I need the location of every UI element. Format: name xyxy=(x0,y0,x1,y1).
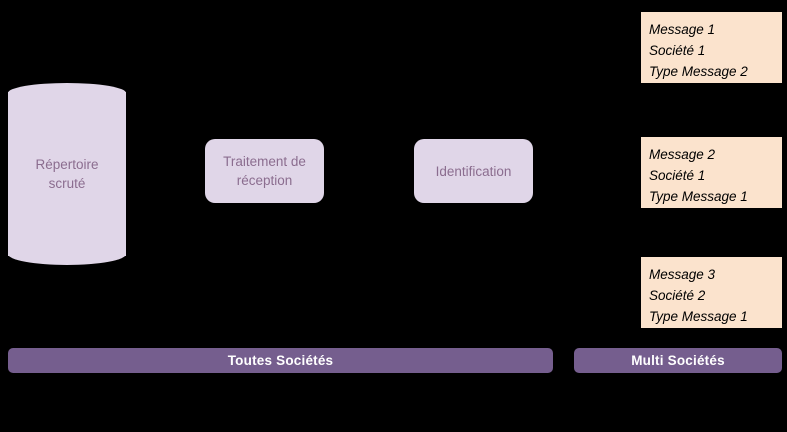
message-company: Société 2 xyxy=(649,288,706,303)
message-card-1[interactable]: Message 1 Société 1 Type Message 2 xyxy=(641,12,782,83)
cylinder-body xyxy=(8,92,126,256)
message-name: Message 2 xyxy=(649,147,716,162)
message-card-3[interactable]: Message 3 Société 2 Type Message 1 xyxy=(641,257,782,328)
message-card-2[interactable]: Message 2 Société 1 Type Message 1 xyxy=(641,137,782,208)
cylinder-bottom-cap xyxy=(8,243,126,265)
process-label-line-1: Identification xyxy=(435,163,512,179)
process-label-line-1: Traitement de xyxy=(223,154,306,169)
datastore-label-line-2: scruté xyxy=(48,176,86,191)
datastore-label-line-1: Répertoire xyxy=(35,157,99,172)
scope-bar-label: Multi Sociétés xyxy=(631,353,725,368)
message-type: Type Message 1 xyxy=(649,189,748,204)
process-label: Identification xyxy=(436,162,512,181)
message-name: Message 3 xyxy=(649,267,716,282)
scope-bar-toutes-societes[interactable]: Toutes Sociétés xyxy=(8,348,553,373)
process-traitement-de-reception[interactable]: Traitement de réception xyxy=(205,139,324,203)
datastore-repertoire-scrute[interactable]: Répertoire scruté xyxy=(8,83,126,265)
process-label-line-2: réception xyxy=(236,173,293,188)
datastore-label: Répertoire scruté xyxy=(8,83,126,265)
message-company: Société 1 xyxy=(649,168,706,183)
message-company: Société 1 xyxy=(649,43,706,58)
scope-bar-multi-societes[interactable]: Multi Sociétés xyxy=(574,348,782,373)
scope-bar-label: Toutes Sociétés xyxy=(227,353,334,368)
process-label: Traitement de réception xyxy=(223,152,306,190)
message-name: Message 1 xyxy=(649,22,716,37)
process-identification[interactable]: Identification xyxy=(414,139,533,203)
message-type: Type Message 2 xyxy=(649,64,748,79)
message-type: Type Message 1 xyxy=(649,309,748,324)
